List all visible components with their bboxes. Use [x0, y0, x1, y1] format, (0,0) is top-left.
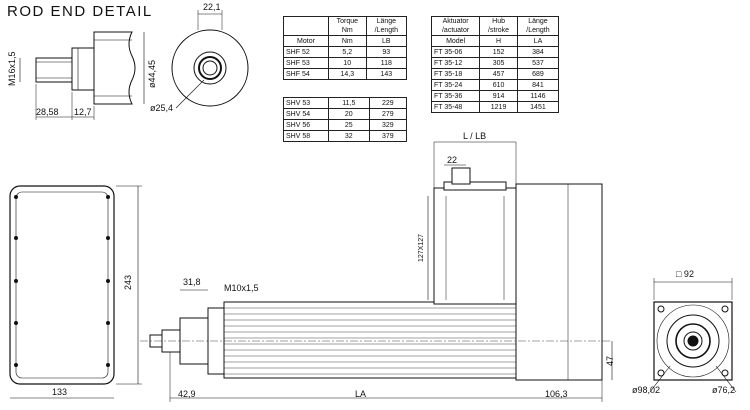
rod-len-b-label: 12,7 — [74, 107, 92, 117]
table-row: SHF 54 14,3 143 — [283, 68, 408, 80]
table-row: SHV 53 11,5 229 — [283, 97, 408, 109]
axis-height-label: 47 — [605, 355, 615, 366]
rod-offset-label: 31,8 — [183, 277, 201, 287]
rod-thread-main-label: M10x1,5 — [224, 283, 259, 293]
table-row: FT 35-48 1219 1451 — [430, 101, 560, 113]
act-col-stroke: Hub/stroke — [479, 16, 518, 36]
table-row: FT 35-06 152 384 — [430, 46, 560, 58]
front-len-label: 42,9 — [178, 389, 196, 399]
actuator-main-view — [140, 141, 613, 402]
actuator-table: Aktuator/actuator Hub/stroke Länge/Lengt… — [430, 16, 560, 113]
pcd-label: ø98,02 — [632, 385, 661, 395]
table-row: FT 35-12 305 537 — [430, 57, 560, 69]
side-height-label: 243 — [123, 274, 133, 290]
motor-col-length: Länge/Length — [365, 16, 408, 36]
rod-thread-label: M16x1,5 — [7, 51, 17, 86]
rod-end-front-view — [171, 10, 249, 109]
end-view — [649, 278, 737, 393]
motor-length-label: L / LB — [463, 131, 487, 141]
rod-height-label: ø44,45 — [147, 59, 157, 88]
total-len-label: LA — [355, 389, 367, 399]
side-cover-view — [9, 185, 142, 399]
table-row: FT 35-18 457 689 — [430, 68, 560, 80]
motor-sub-motor: Motor — [283, 35, 329, 47]
table-row: SHV 56 25 329 — [283, 119, 408, 131]
table-row: SHV 54 20 279 — [283, 108, 408, 120]
table-row: FT 35-36 914 1146 — [430, 90, 560, 102]
rod-end-side-view — [19, 31, 145, 120]
rod-len-a-label: 28,58 — [36, 107, 59, 117]
shv-table: SHV 53 11,5 229 SHV 54 20 279 SHV 56 25 … — [283, 97, 408, 142]
table-row: SHF 53 10 118 — [283, 57, 408, 69]
rod-bore-label: ø25,4 — [150, 103, 174, 113]
motor-sub-nm: Nm — [328, 35, 367, 47]
motor-sub-lb: LB — [365, 35, 408, 47]
end-square-label: □ 92 — [676, 269, 694, 279]
table-row: SHV 58 32 379 — [283, 130, 408, 142]
act-col-length: Länge/Length — [516, 16, 560, 36]
table-row: SHF 52 5,2 93 — [283, 46, 408, 58]
drawing-title: ROD END DETAIL — [7, 3, 153, 20]
pilot-label: ø76,2 — [712, 385, 736, 395]
table-row: FT 35-24 610 841 — [430, 79, 560, 91]
side-width-label: 133 — [52, 387, 68, 397]
rod-flat-label: 22,1 — [203, 2, 221, 12]
connector-label: 22 — [447, 155, 458, 165]
motor-square-label: 127X127 — [418, 233, 425, 262]
act-col-model: Aktuator/actuator — [430, 16, 481, 36]
rear-len-label: 106,3 — [545, 389, 568, 399]
